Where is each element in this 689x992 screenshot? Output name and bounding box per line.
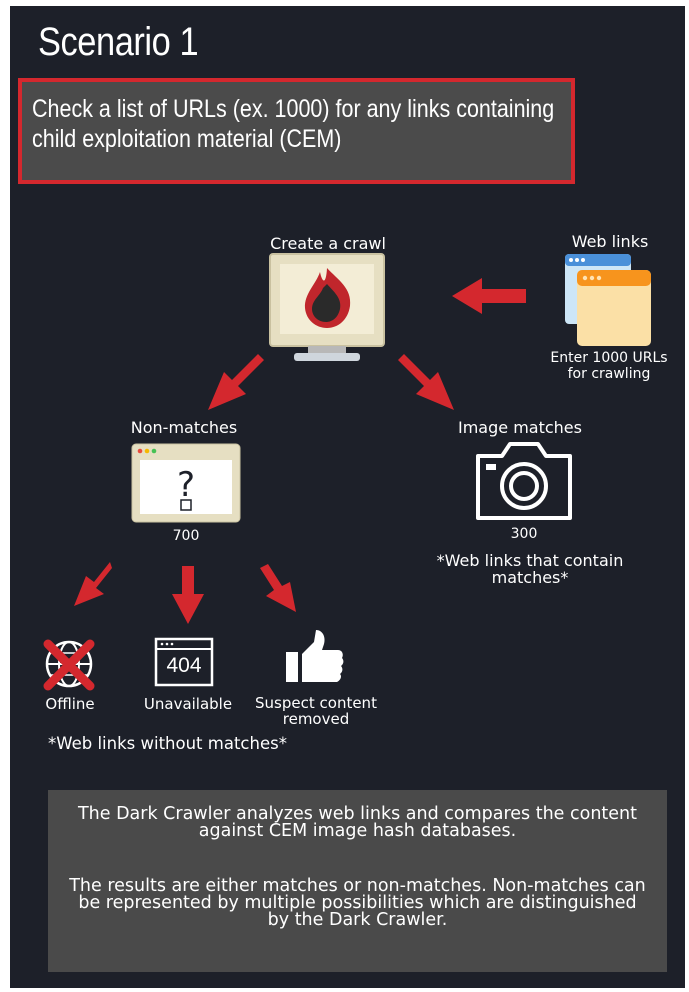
flow-arrows — [74, 278, 526, 624]
arrow-crawl-to-nonmatches — [208, 354, 264, 410]
nonmatches-label: Non-matches — [130, 418, 238, 437]
arrow-to-offline — [74, 562, 112, 606]
summary-paragraph-2: The results are either matches or non-ma… — [69, 876, 646, 930]
thumbs-up-icon — [286, 630, 344, 682]
imagematches-count: 300 — [510, 526, 538, 542]
offline-globe-icon — [43, 639, 95, 691]
without-matches-note: *Web links without matches* — [48, 734, 287, 753]
question-window-icon: ? — [131, 443, 241, 523]
imagematches-label: Image matches — [458, 418, 582, 437]
crawl-label: Create a crawl — [270, 234, 386, 253]
browser-windows-icon — [565, 254, 651, 346]
error-code: 404 — [166, 654, 202, 677]
task-box: Check a list of URLs (ex. 1000) for any … — [18, 78, 575, 184]
camera-icon — [476, 442, 572, 520]
arrow-to-removed — [260, 564, 296, 612]
task-text: Check a list of URLs (ex. 1000) for any … — [32, 95, 555, 153]
summary-box: The Dark Crawler analyzes web links and … — [48, 790, 667, 972]
svg-text:?: ? — [177, 465, 195, 505]
error-404-window-icon — [154, 637, 214, 687]
unavailable-label: Unavailable — [143, 695, 233, 713]
page-title: Scenario 1 — [38, 20, 199, 64]
arrow-to-unavailable — [172, 566, 204, 624]
crawler-monitor-icon — [269, 253, 385, 361]
arrow-crawl-to-imagematches — [398, 354, 454, 410]
weblinks-label: Web links — [571, 232, 649, 251]
imagematches-note: *Web links that contain matches* — [436, 551, 624, 587]
nonmatches-count: 700 — [172, 528, 200, 544]
weblinks-caption: Enter 1000 URLs for crawling — [550, 350, 668, 382]
summary-paragraph-1: The Dark Crawler analyzes web links and … — [77, 804, 638, 841]
offline-label: Offline — [45, 695, 95, 713]
arrow-weblinks-to-crawl — [452, 278, 526, 314]
infographic-panel: Scenario 1 Check a list of URLs (ex. 100… — [10, 6, 685, 988]
removed-label: Suspect content removed — [255, 694, 377, 728]
